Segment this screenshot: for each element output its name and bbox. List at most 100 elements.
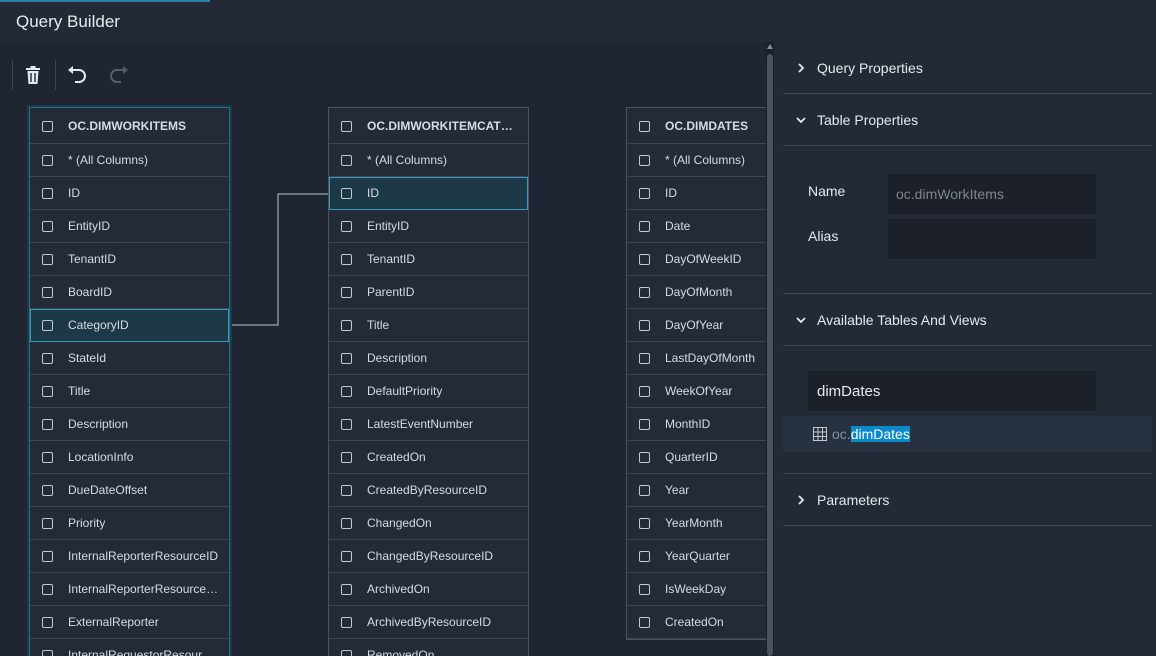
alias-input[interactable] [888,219,1096,259]
table-search-input[interactable]: dimDates [808,371,1096,411]
column-row-highlighted[interactable]: CategoryID [30,309,229,342]
column-row[interactable]: ArchivedByResourceID [329,606,528,639]
checkbox[interactable] [639,452,650,463]
column-row[interactable]: Title [329,309,528,342]
section-table-properties[interactable]: Table Properties [783,94,1152,146]
column-row[interactable]: InternalRequestorResource... [30,639,229,656]
checkbox[interactable] [639,221,650,232]
table-header[interactable]: OC.DIMWORKITEMCATEGO... [329,108,528,144]
checkbox[interactable] [341,617,352,628]
column-row[interactable]: ParentID [329,276,528,309]
table-dimdates[interactable]: OC.DIMDATES * (All Columns) ID Date DayO… [626,107,766,640]
checkbox[interactable] [639,188,650,199]
column-row[interactable]: Title [30,375,229,408]
checkbox[interactable] [639,485,650,496]
column-row[interactable]: BoardID [30,276,229,309]
checkbox[interactable] [341,452,352,463]
column-row[interactable]: Year [627,474,766,507]
column-row[interactable]: QuarterID [627,441,766,474]
checkbox[interactable] [341,386,352,397]
column-row[interactable]: WeekOfYear [627,375,766,408]
checkbox[interactable] [341,584,352,595]
checkbox[interactable] [42,353,53,364]
checkbox[interactable] [341,419,352,430]
column-row[interactable]: CreatedOn [627,606,766,639]
checkbox[interactable] [639,155,650,166]
column-row[interactable]: ID [30,177,229,210]
column-row[interactable]: ChangedOn [329,507,528,540]
column-row[interactable]: YearMonth [627,507,766,540]
column-row[interactable]: ID [627,177,766,210]
column-row[interactable]: MonthID [627,408,766,441]
table-header[interactable]: OC.DIMWORKITEMS [30,108,229,144]
checkbox[interactable] [42,485,53,496]
column-row[interactable]: DayOfMonth [627,276,766,309]
column-row[interactable]: CreatedByResourceID [329,474,528,507]
checkbox[interactable] [341,485,352,496]
checkbox[interactable] [42,452,53,463]
checkbox[interactable] [639,419,650,430]
checkbox[interactable] [42,617,53,628]
undo-button[interactable] [62,61,92,89]
column-row[interactable]: LatestEventNumber [329,408,528,441]
checkbox[interactable] [341,650,352,656]
checkbox[interactable] [639,584,650,595]
checkbox[interactable] [341,221,352,232]
checkbox[interactable] [42,584,53,595]
column-row[interactable]: Date [627,210,766,243]
table-header[interactable]: OC.DIMDATES [627,108,766,144]
checkbox[interactable] [42,518,53,529]
redo-button[interactable] [104,61,134,89]
column-row[interactable]: InternalReporterResourceC... [30,573,229,606]
checkbox[interactable] [639,287,650,298]
checkbox[interactable] [42,320,53,331]
column-row[interactable]: DayOfWeekID [627,243,766,276]
checkbox[interactable] [42,551,53,562]
column-row[interactable]: DueDateOffset [30,474,229,507]
checkbox[interactable] [341,287,352,298]
checkbox[interactable] [42,287,53,298]
checkbox[interactable] [341,188,352,199]
column-row-highlighted[interactable]: ID [329,177,528,210]
column-row[interactable]: Description [30,408,229,441]
checkbox[interactable] [42,120,53,132]
column-row[interactable]: InternalReporterResourceID [30,540,229,573]
column-row[interactable]: RemovedOn [329,639,528,656]
column-row[interactable]: StateId [30,342,229,375]
column-row[interactable]: ExternalReporter [30,606,229,639]
column-row[interactable]: EntityID [329,210,528,243]
checkbox[interactable] [42,254,53,265]
checkbox[interactable] [42,386,53,397]
table-result-item[interactable]: oc.dimDates [783,416,1152,452]
delete-button[interactable] [18,61,48,89]
column-row[interactable]: TenantID [329,243,528,276]
column-row[interactable]: * (All Columns) [627,144,766,177]
checkbox[interactable] [42,419,53,430]
checkbox[interactable] [639,254,650,265]
table-dimworkitems[interactable]: OC.DIMWORKITEMS * (All Columns) ID Entit… [29,107,230,656]
checkbox[interactable] [341,551,352,562]
scroll-up-arrow-icon[interactable] [767,44,773,49]
column-row[interactable]: * (All Columns) [329,144,528,177]
checkbox[interactable] [639,320,650,331]
canvas-scrollbar[interactable] [766,42,774,656]
column-row[interactable]: DefaultPriority [329,375,528,408]
checkbox[interactable] [42,188,53,199]
column-row[interactable]: * (All Columns) [30,144,229,177]
column-row[interactable]: LocationInfo [30,441,229,474]
checkbox[interactable] [341,120,352,132]
column-row[interactable]: YearQuarter [627,540,766,573]
checkbox[interactable] [42,221,53,232]
checkbox[interactable] [42,650,53,656]
column-row[interactable]: TenantID [30,243,229,276]
column-row[interactable]: DayOfYear [627,309,766,342]
checkbox[interactable] [341,254,352,265]
checkbox[interactable] [341,353,352,364]
checkbox[interactable] [639,551,650,562]
checkbox[interactable] [639,518,650,529]
column-row[interactable]: CreatedOn [329,441,528,474]
scrollbar-thumb[interactable] [767,54,773,656]
column-row[interactable]: EntityID [30,210,229,243]
column-row[interactable]: Description [329,342,528,375]
section-query-properties[interactable]: Query Properties [783,42,1152,94]
